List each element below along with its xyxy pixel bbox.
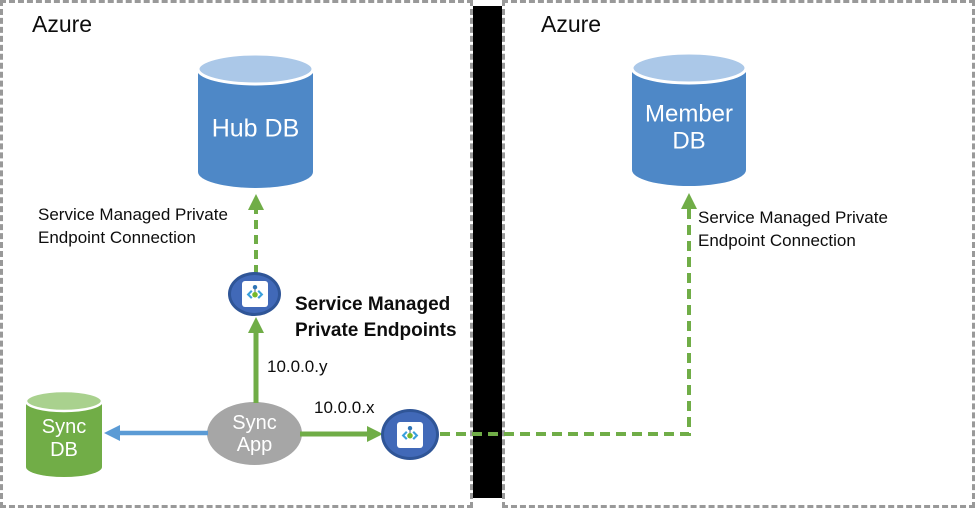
smpe-connection-right-line2: Endpoint Connection [698,230,856,250]
private-endpoint-icon [397,421,423,448]
cylinder-shape [630,51,748,186]
sync-db-cylinder: Sync DB [25,389,103,479]
smpe-connection-right-line1: Service Managed Private [698,208,888,227]
member-db-line2: DB [672,127,706,155]
azure-label-right: Azure [541,11,602,37]
sync-db-line1: Sync [41,416,87,439]
ip-y-label: 10.0.0.y [267,357,328,376]
member-db-line1: Member [644,100,734,128]
member-db-cylinder: Member DB [630,51,748,188]
cylinder-shape [196,52,315,188]
sync-app-line2: App [236,433,273,456]
private-endpoint-1 [228,272,281,316]
smpe-title-label: Service Managed Private Endpoints [295,292,457,343]
smpe-title-line1: Service Managed [295,294,451,315]
ip-x-label: 10.0.0.x [314,398,375,417]
separator-bar [473,6,502,498]
member-db-label: Member DB [630,100,748,155]
smpe-connection-left-line1: Service Managed Private [38,205,228,224]
smpe-connection-label-right: Service Managed Private Endpoint Connect… [698,207,888,253]
sync-db-line2: DB [50,439,78,462]
sync-app-ellipse: Sync App [207,402,302,465]
private-endpoint-icon [241,281,268,307]
hub-db-label: Hub DB [211,114,300,143]
private-endpoint-2 [381,409,439,460]
hub-db-cylinder: Hub DB [196,52,315,190]
sync-app-line1: Sync [232,411,277,434]
sync-app-label: Sync App [232,412,276,456]
smpe-connection-label-left: Service Managed Private Endpoint Connect… [38,204,228,250]
smpe-connection-left-line2: Endpoint Connection [38,227,196,247]
cylinder-shape [25,389,103,477]
azure-label-left: Azure [32,11,93,37]
smpe-title-line2: Private Endpoints [295,319,457,341]
sync-db-label: Sync DB [25,416,103,462]
